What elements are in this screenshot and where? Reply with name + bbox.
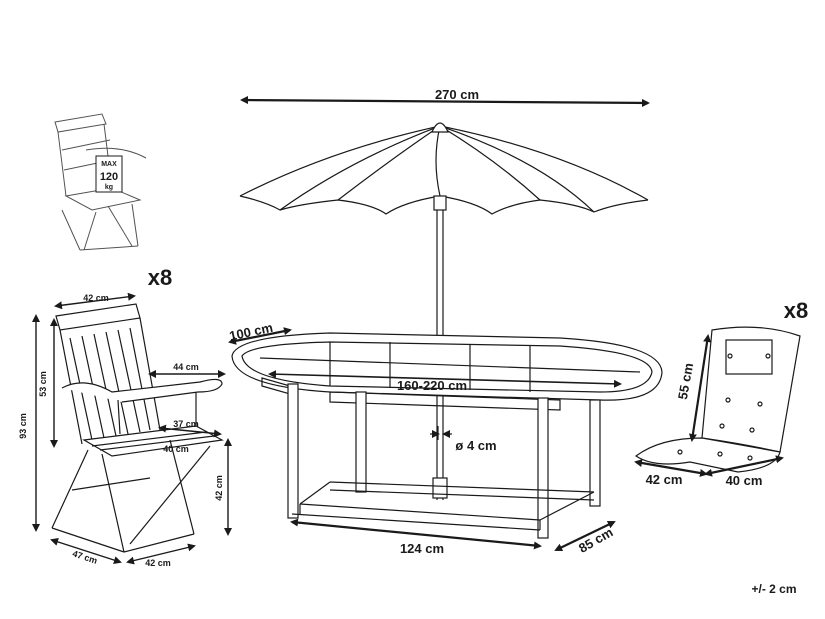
table-base-width-label: 85 cm: [576, 524, 615, 555]
cushion-seat-width-line: [634, 459, 708, 477]
table-width-line: [228, 327, 292, 345]
chair-seat-height-label: 42 cm: [214, 475, 224, 501]
chair-quantity-label: x8: [148, 265, 172, 290]
chair-total-height-label: 93 cm: [18, 413, 28, 439]
chair-base-depth-label: 47 cm: [71, 548, 98, 565]
table-base-length-line: [290, 518, 542, 550]
umbrella-width-line: [240, 96, 650, 107]
cushion-back-height-label: 55 cm: [675, 362, 696, 401]
table-drawing: [231, 332, 663, 539]
chair-back-height-label: 53 cm: [38, 371, 48, 397]
cushion-back-line: [688, 334, 712, 442]
chair-dimension-lines: [32, 292, 452, 565]
pole-diameter-label: ø 4 cm: [455, 438, 496, 453]
umbrella-drawing: [239, 122, 649, 500]
chair-seat-depth-label: 37 cm: [173, 419, 199, 429]
table-base-width-line: [554, 521, 616, 551]
cushion-seat-depth-label: 40 cm: [726, 473, 763, 488]
load-badge: MAX 120 kg: [95, 155, 123, 193]
table-base-length-label: 124 cm: [400, 541, 444, 556]
chair-arm-depth-label: 44 cm: [173, 362, 199, 372]
dimension-lines: [228, 96, 784, 551]
cushion-quantity-label: x8: [784, 298, 808, 323]
load-badge-unit: kg: [105, 184, 113, 191]
chair-back-width-label: 42 cm: [83, 293, 109, 303]
chair-seat-width-label: 40 cm: [163, 444, 189, 454]
cushion-seat-depth-line: [704, 455, 784, 477]
load-badge-max: MAX: [101, 161, 117, 168]
cushion-drawing: [634, 326, 801, 473]
cushion-seat-width-label: 42 cm: [646, 472, 683, 487]
chair-base-width-label: 42 cm: [145, 558, 171, 568]
table-length-label: 160-220 cm: [397, 378, 467, 393]
load-badge-value: 120: [100, 171, 118, 183]
tolerance-label: +/- 2 cm: [751, 582, 796, 596]
table-length-line: [268, 370, 622, 388]
umbrella-width-label: 270 cm: [435, 87, 479, 102]
